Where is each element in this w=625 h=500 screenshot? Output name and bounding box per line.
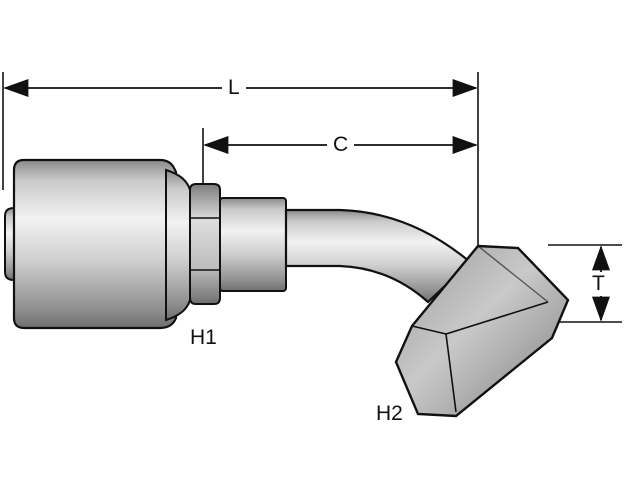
extension-lines [2, 72, 622, 323]
label-h2: H2 [376, 402, 403, 425]
nipple-collar [219, 197, 287, 292]
crimp-shell [12, 158, 178, 330]
label-h1: H1 [190, 326, 217, 349]
label-t: T [590, 272, 607, 296]
label-l: L [222, 76, 246, 100]
label-c: C [327, 133, 355, 157]
swivel-nut-h2 [394, 244, 570, 418]
shell-taper [165, 168, 191, 322]
hex-h1 [189, 183, 221, 305]
